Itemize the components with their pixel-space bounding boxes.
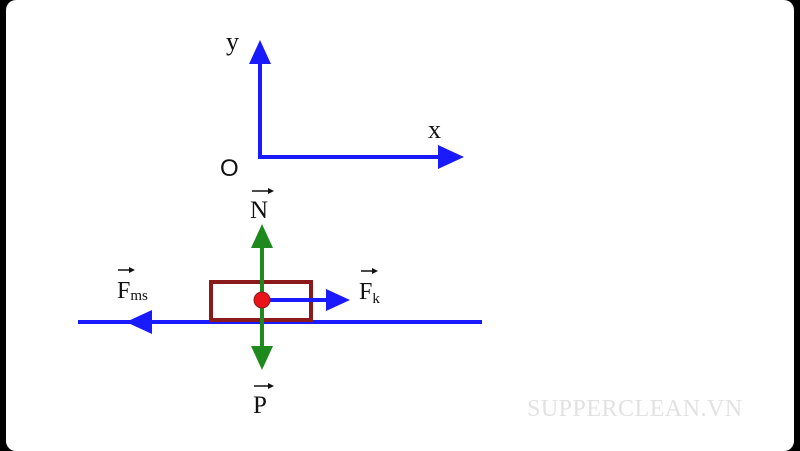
y-axis-label: y: [226, 27, 239, 56]
x-axis-arrowhead: [438, 145, 464, 169]
normal-force-arrow: [251, 224, 273, 298]
pull-force-base: F: [359, 279, 372, 305]
watermark: SUPPERCLEAN.VN: [527, 396, 743, 422]
ground: [78, 310, 482, 334]
pull-force-label: Fk: [359, 279, 380, 307]
pull-force-subscript: k: [372, 291, 380, 307]
normal-force-label: N: [250, 197, 268, 224]
coordinate-axes: y x O: [220, 27, 464, 182]
x-axis-label: x: [428, 115, 441, 144]
friction-force-subscript: ms: [130, 288, 148, 304]
friction-force-label: Fms: [117, 278, 148, 304]
center-of-mass: [253, 291, 271, 309]
pull-force-arrowhead: [326, 289, 350, 311]
y-axis-arrowhead: [249, 40, 271, 64]
label-normal: N: [250, 188, 274, 224]
weight-force-label: P: [253, 392, 267, 419]
vector-arrow-friction-head: [129, 267, 135, 273]
label-pull: Fk: [359, 268, 380, 307]
vector-arrow-pull-head: [372, 268, 378, 274]
weight-force-arrow: [251, 302, 273, 370]
diagram-frame: y x O: [6, 0, 794, 451]
friction-arrowhead: [126, 310, 152, 334]
weight-force-arrowhead: [251, 346, 273, 370]
vector-arrow-normal-head: [268, 188, 274, 194]
vector-arrow-weight-head: [268, 383, 274, 389]
label-friction: Fms: [117, 267, 148, 304]
friction-force-base: F: [117, 278, 130, 304]
pull-force-arrow: [264, 289, 350, 311]
force-diagram: y x O: [78, 27, 743, 422]
origin-label: O: [220, 155, 239, 182]
label-weight: P: [253, 383, 274, 419]
normal-force-arrowhead: [251, 224, 273, 248]
